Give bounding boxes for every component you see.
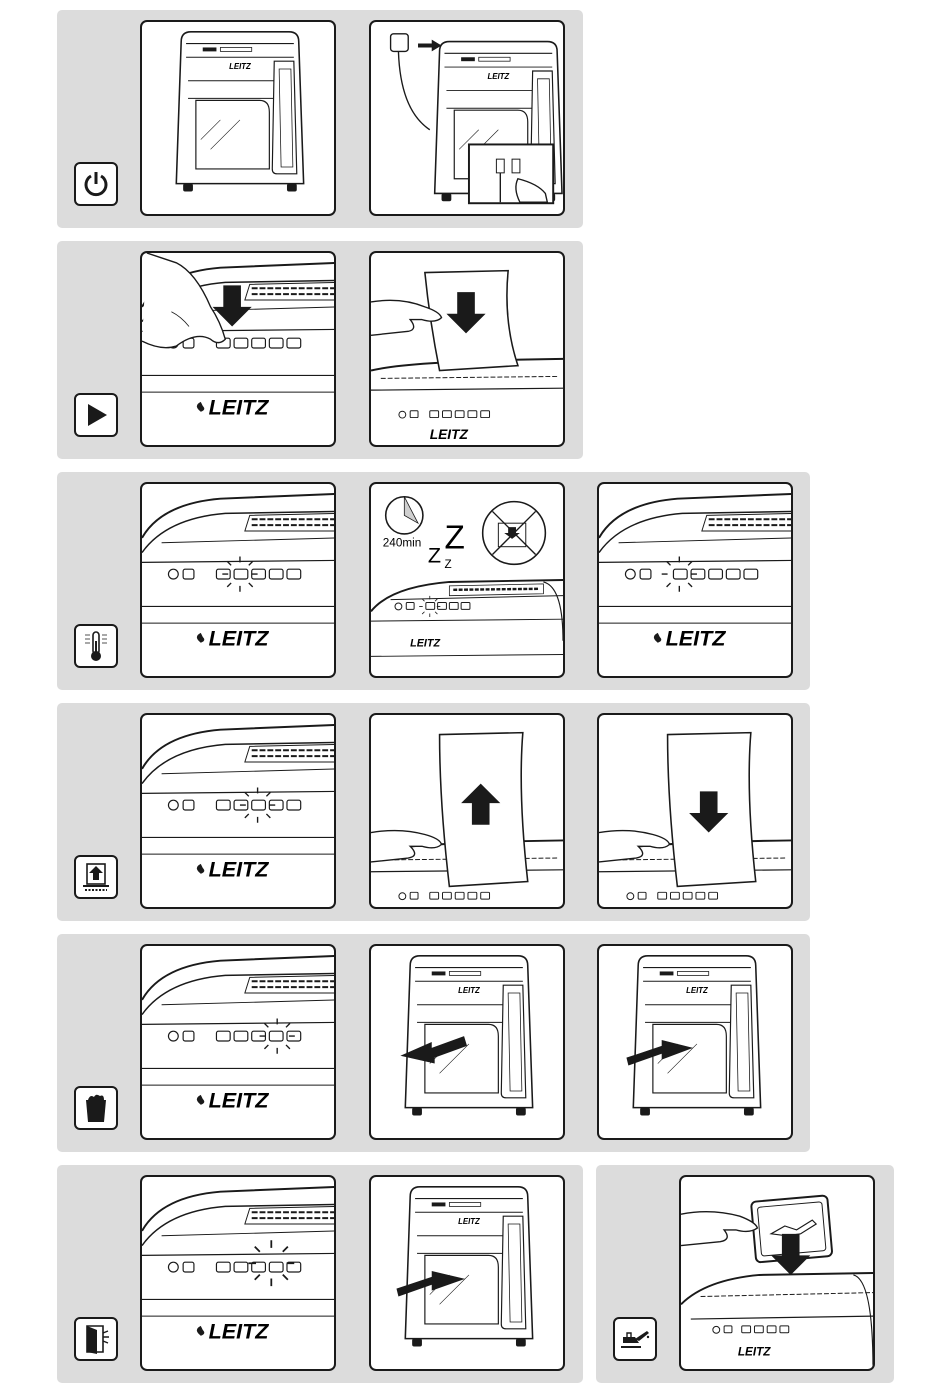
svg-text:Z: Z [428,542,441,567]
panel-press-start-button [140,251,336,447]
svg-text:240min: 240min [383,537,422,550]
panel-shredder-full-view [140,20,336,216]
step-row-start: LEITZ [57,241,583,459]
panel-auto-sleep-240min: 240min Z Z Z LEITZ [369,482,565,678]
svg-text:LEITZ: LEITZ [410,638,440,650]
bin-full-icon [74,1086,118,1130]
svg-text:Z: Z [444,558,451,571]
panel-push-bin-in [597,944,793,1140]
panel-overheat-led-blinking [140,482,336,678]
panel-door-led-blinking [140,1175,336,1371]
step-row-overheat: 240min Z Z Z LEITZ [57,472,810,690]
svg-text:LEITZ: LEITZ [738,1345,771,1358]
panel-bin-led-blinking [140,944,336,1140]
panel-jam-led-blinking [140,713,336,909]
step-row-door-open [57,1165,583,1383]
panel-reinsert-paper [597,713,793,909]
panel-insert-paper: LEITZ [369,251,565,447]
svg-text:Z: Z [444,520,464,557]
step-row-oil: LEITZ [596,1165,894,1383]
panel-remove-paper [369,713,565,909]
step-row-bin-full [57,934,810,1152]
oil-can-icon [613,1317,657,1361]
svg-text:LEITZ: LEITZ [430,427,469,442]
step-row-power [57,10,583,228]
panel-oil-sheet-insert: LEITZ [679,1175,875,1371]
play-icon [74,393,118,437]
power-icon [74,162,118,206]
step-row-paper-jam [57,703,810,921]
door-open-icon [74,1317,118,1361]
panel-led-resume [597,482,793,678]
panel-pull-bin-out [369,944,565,1140]
thermometer-icon [74,624,118,668]
panel-close-bin [369,1175,565,1371]
paper-reverse-icon [74,855,118,899]
panel-plug-in-and-switch-on [369,20,565,216]
